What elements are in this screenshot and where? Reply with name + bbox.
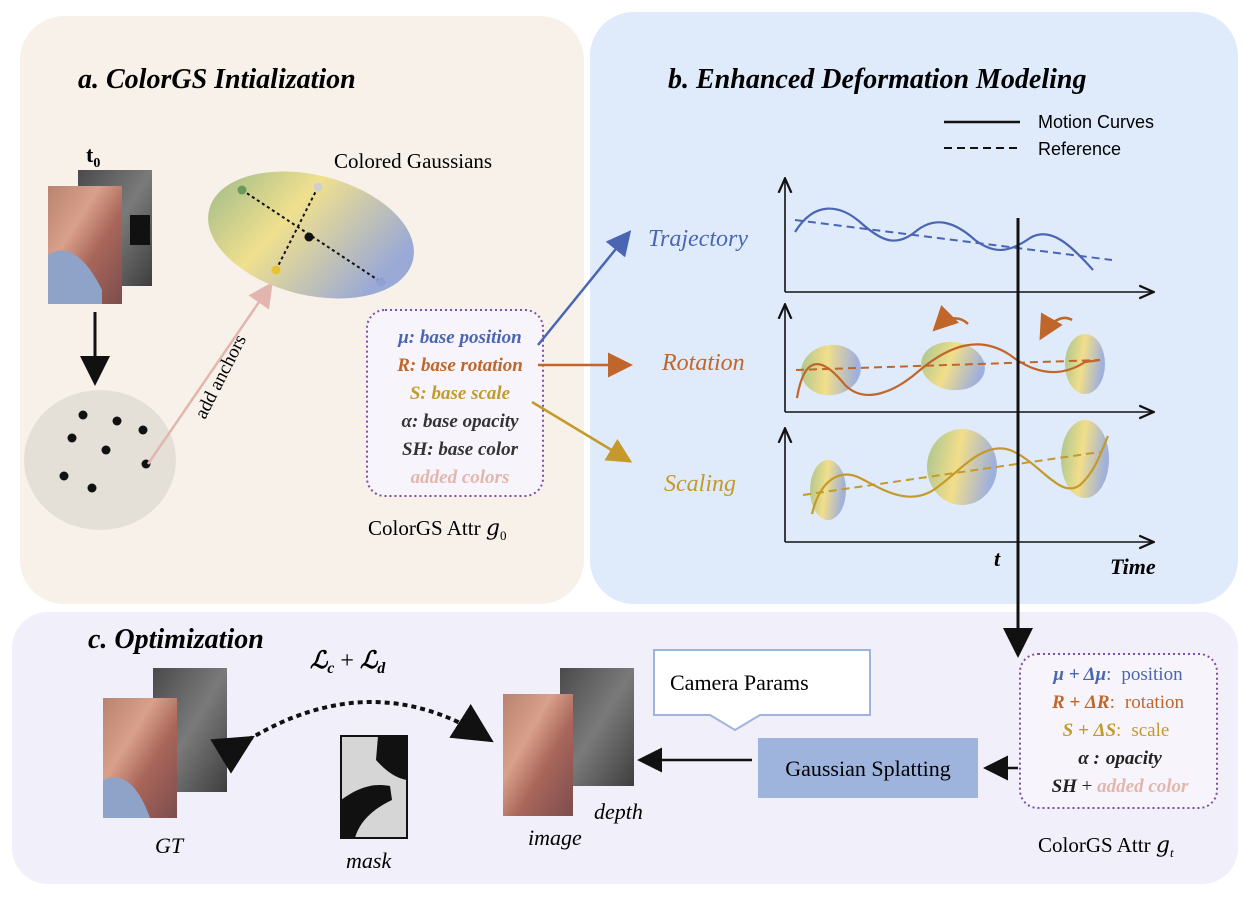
trajectory-reference <box>794 219 1113 261</box>
mask-label: mask <box>346 848 392 873</box>
attr-base-scale: S: base scale <box>410 383 511 404</box>
attr-added-colors: added colors <box>411 467 510 488</box>
point-cloud-dots <box>59 410 151 493</box>
scaling-gaussian-3 <box>1061 420 1109 498</box>
attr-t-rotation: R + ΔR:rotation <box>1051 692 1184 713</box>
gaussian-axes <box>241 186 382 283</box>
panel-a-title: a. ColorGS Intialization <box>78 64 356 95</box>
legend-reference: Reference <box>1038 139 1121 159</box>
panel-b-title: b. Enhanced Deformation Modeling <box>668 64 1086 95</box>
rotation-gaussian-2 <box>921 341 985 391</box>
anchor-yellow <box>271 265 281 275</box>
gaussian-splatting-box <box>758 738 978 798</box>
attr-t-scale: S + ΔS:scale <box>1063 720 1170 741</box>
attr-caption-g0: ColorGS Attr g0 <box>368 516 506 543</box>
rotation-motion-curve <box>795 343 1101 399</box>
loss-arc <box>210 700 494 774</box>
rotation-reference <box>795 359 1101 371</box>
t-label: t <box>994 546 1001 571</box>
panel-b-background <box>590 12 1238 604</box>
rotation-arrow-1 <box>932 305 969 332</box>
time-label: Time <box>1110 554 1156 579</box>
scaling-gaussian-1 <box>810 460 846 520</box>
point-cloud-circle <box>24 390 176 530</box>
attr-box-g0 <box>366 309 544 497</box>
attr-list-g0: μ: base position R: base rotation S: bas… <box>396 327 523 488</box>
plot-axes <box>785 180 1152 542</box>
attr-list-gt: μ + Δμ:position R + ΔR:rotation S + ΔS:s… <box>1051 664 1189 797</box>
rotation-gaussian-3 <box>1065 334 1105 394</box>
t0-instrument <box>48 250 102 304</box>
t0-depth-shadow <box>130 215 150 245</box>
attr-box-gt <box>1019 653 1218 809</box>
gaussian-center-dot <box>304 232 314 242</box>
mask-region-top <box>376 736 407 780</box>
rotation-arrow-2 <box>1039 312 1073 341</box>
row-label-trajectory: Trajectory <box>648 226 748 252</box>
t0-label: t0 <box>86 142 100 171</box>
attr-base-opacity: α: base opacity <box>401 411 519 432</box>
gt-label: GT <box>155 833 185 858</box>
scaling-reference <box>802 451 1101 496</box>
add-anchors-arrow <box>146 281 273 465</box>
mask-region-bottom <box>341 784 392 838</box>
arrow-to-scaling <box>531 400 633 463</box>
render-image-frame <box>503 694 573 816</box>
scaling-motion-curve <box>810 435 1110 515</box>
trajectory-motion-curve <box>794 207 1094 271</box>
attr-base-rotation: R: base rotation <box>396 355 523 376</box>
arrow-to-trajectory <box>537 230 632 346</box>
image-label: image <box>528 825 582 850</box>
row-label-rotation: Rotation <box>661 350 745 376</box>
gt-instrument <box>103 777 150 818</box>
anchor-blue <box>376 277 386 287</box>
anchor-green <box>237 185 247 195</box>
attr-base-position: μ: base position <box>397 327 522 348</box>
legend-motion-curves: Motion Curves <box>1038 112 1154 132</box>
attr-caption-gt: ColorGS Attr gt <box>1038 833 1174 860</box>
anchor-grey <box>313 182 323 192</box>
attr-base-color: SH: base color <box>402 439 519 460</box>
row-label-scaling: Scaling <box>664 471 736 497</box>
depth-label: depth <box>594 799 643 824</box>
colored-gaussians-label: Colored Gaussians <box>334 149 492 173</box>
gaussian-splatting-label: Gaussian Splatting <box>785 756 951 781</box>
attr-t-color: SH + added color <box>1052 776 1189 797</box>
attr-t-position: μ + Δμ:position <box>1052 664 1183 685</box>
camera-params-label: Camera Params <box>670 670 809 695</box>
panel-c-title: c. Optimization <box>88 624 264 655</box>
loss-label: ℒc + ℒd <box>310 648 386 677</box>
camera-params-callout <box>653 649 871 732</box>
attr-t-opacity: α :opacity <box>1078 748 1162 769</box>
